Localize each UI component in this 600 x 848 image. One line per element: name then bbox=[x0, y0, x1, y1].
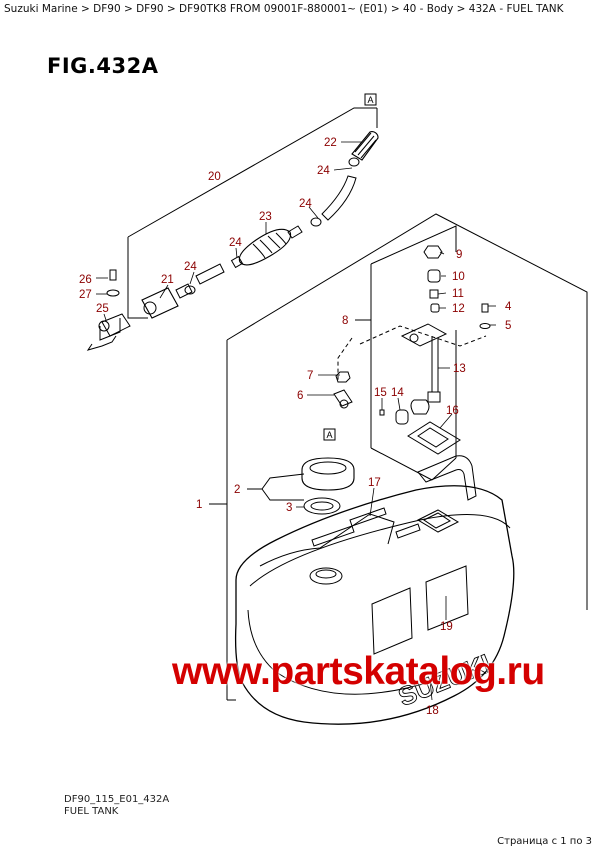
washer-5 bbox=[479, 323, 491, 329]
footer-code: DF90_115_E01_432A bbox=[64, 794, 170, 805]
callout-11: 11 bbox=[452, 288, 464, 300]
view-marker-a-lower bbox=[323, 428, 336, 441]
callout-24-mid: 24 bbox=[299, 198, 312, 210]
vent-fitting-7 bbox=[335, 371, 351, 383]
figure-title: FIG.432A bbox=[47, 54, 159, 78]
part-15 bbox=[379, 409, 385, 416]
callout-14: 14 bbox=[391, 387, 404, 399]
callout-25: 25 bbox=[96, 303, 109, 315]
pager[interactable]: Страница с 1 по 3 bbox=[497, 836, 592, 847]
callout-24-low: 24 bbox=[229, 237, 242, 249]
footer-caption: FUEL TANK bbox=[64, 806, 119, 817]
view-marker-a-lower-label: A bbox=[327, 430, 333, 440]
callout-3: 3 bbox=[286, 502, 292, 514]
callout-22: 22 bbox=[324, 137, 337, 149]
fuel-cap bbox=[301, 457, 355, 491]
callout-19: 19 bbox=[440, 621, 453, 633]
screw-4 bbox=[481, 303, 489, 313]
callout-20: 20 bbox=[208, 171, 221, 183]
gauge-clip-11 bbox=[429, 289, 439, 299]
callout-24-top: 24 bbox=[317, 165, 330, 177]
air-vent-6 bbox=[333, 389, 353, 407]
breadcrumb[interactable]: Suzuki Marine > DF90 > DF90 > DF90TK8 FR… bbox=[4, 3, 564, 15]
callout-13: 13 bbox=[453, 363, 466, 375]
callout-21: 21 bbox=[161, 274, 174, 286]
callout-24-bottom: 24 bbox=[184, 261, 197, 273]
callout-18: 18 bbox=[426, 705, 439, 717]
fuel-tank bbox=[234, 485, 515, 725]
gauge-seal-12 bbox=[430, 303, 440, 313]
fuel-connector bbox=[141, 287, 179, 319]
callout-10: 10 bbox=[452, 271, 465, 283]
callout-7: 7 bbox=[307, 370, 313, 382]
callout-1: 1 bbox=[196, 499, 202, 511]
warning-label-left bbox=[371, 587, 413, 655]
tank-frame bbox=[226, 213, 588, 610]
hose-assembly-frame bbox=[127, 107, 377, 238]
callout-5: 5 bbox=[505, 320, 511, 332]
screw-26 bbox=[109, 269, 117, 281]
gasket-16 bbox=[407, 421, 461, 455]
float bbox=[410, 399, 430, 415]
hose-clip bbox=[348, 157, 360, 167]
callout-8: 8 bbox=[342, 315, 348, 327]
cap-gasket bbox=[303, 497, 341, 515]
callout-12: 12 bbox=[452, 303, 465, 315]
washer-27 bbox=[106, 289, 120, 297]
callout-15: 15 bbox=[374, 387, 387, 399]
view-marker-a-top-label: A bbox=[368, 95, 374, 105]
callout-23: 23 bbox=[259, 211, 272, 223]
primer-bulb bbox=[238, 228, 292, 266]
callout-26: 26 bbox=[79, 274, 92, 286]
float-14 bbox=[395, 409, 409, 425]
callout-16: 16 bbox=[446, 405, 459, 417]
gauge-lens-10 bbox=[427, 269, 441, 283]
fuel-hose-upper bbox=[321, 175, 357, 221]
hose-connector bbox=[351, 131, 379, 161]
callout-17: 17 bbox=[368, 477, 381, 489]
gauge-cap-9 bbox=[423, 245, 443, 259]
watermark[interactable]: www.partskatalog.ru bbox=[172, 650, 545, 693]
callout-6: 6 bbox=[297, 390, 303, 402]
view-marker-a-top bbox=[364, 93, 377, 106]
fuel-gauge bbox=[400, 323, 448, 347]
callout-2: 2 bbox=[234, 484, 240, 496]
sender-frame bbox=[370, 225, 457, 265]
callout-27: 27 bbox=[79, 289, 92, 301]
tank-connector bbox=[101, 313, 131, 337]
callout-4: 4 bbox=[505, 301, 512, 313]
callout-9: 9 bbox=[456, 249, 462, 261]
warning-label-right bbox=[425, 565, 469, 631]
